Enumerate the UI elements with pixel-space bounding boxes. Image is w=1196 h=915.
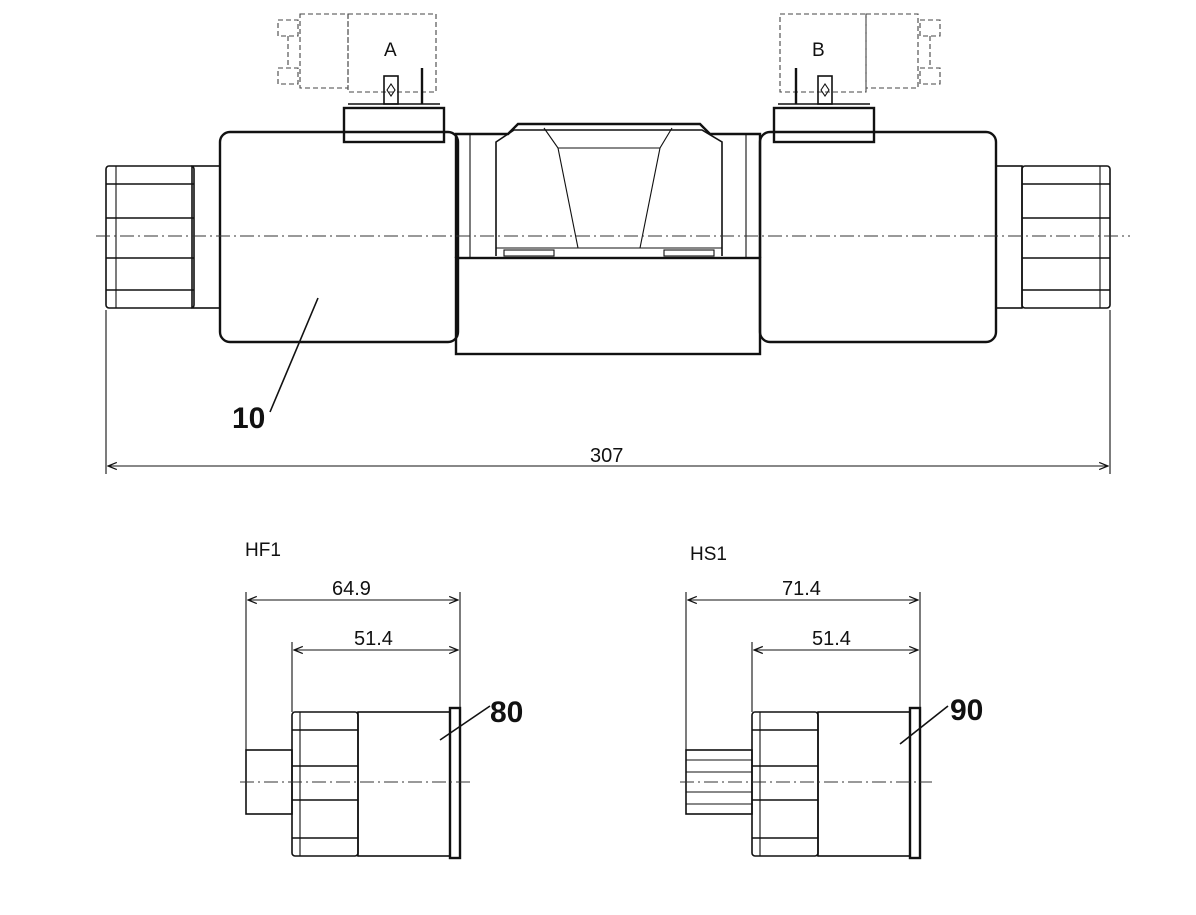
solenoid-b-label: B — [812, 40, 825, 61]
hs1-callout: 90 — [950, 694, 983, 727]
coil-left — [105, 130, 460, 344]
connector-b-outline — [779, 13, 941, 93]
terminal-block-a — [342, 68, 446, 144]
solenoid-a-label: A — [384, 40, 397, 61]
hf1-outer-dimension: 64.9 — [332, 578, 371, 600]
coil-leader-line — [269, 297, 319, 413]
overall-length-dimension — [105, 310, 1111, 474]
hs1-variant: HS1 71.4 51.4 90 — [680, 544, 983, 860]
hf1-variant: HF1 64.9 51.4 80 — [240, 540, 523, 860]
terminal-block-b — [772, 68, 876, 144]
hs1-inner-dimension: 51.4 — [812, 628, 851, 650]
main-valve-assembly: A B — [96, 13, 1130, 474]
hs1-outer-dimension: 71.4 — [782, 578, 821, 600]
valve-body — [454, 122, 762, 356]
connector-a-outline — [277, 13, 437, 93]
hs1-title: HS1 — [690, 544, 727, 565]
coil-callout: 10 — [232, 402, 265, 435]
hf1-callout: 80 — [490, 696, 523, 729]
overall-length-value: 307 — [590, 445, 623, 467]
coil-right — [758, 130, 1111, 344]
hf1-inner-dimension: 51.4 — [354, 628, 393, 650]
hf1-title: HF1 — [245, 540, 281, 561]
